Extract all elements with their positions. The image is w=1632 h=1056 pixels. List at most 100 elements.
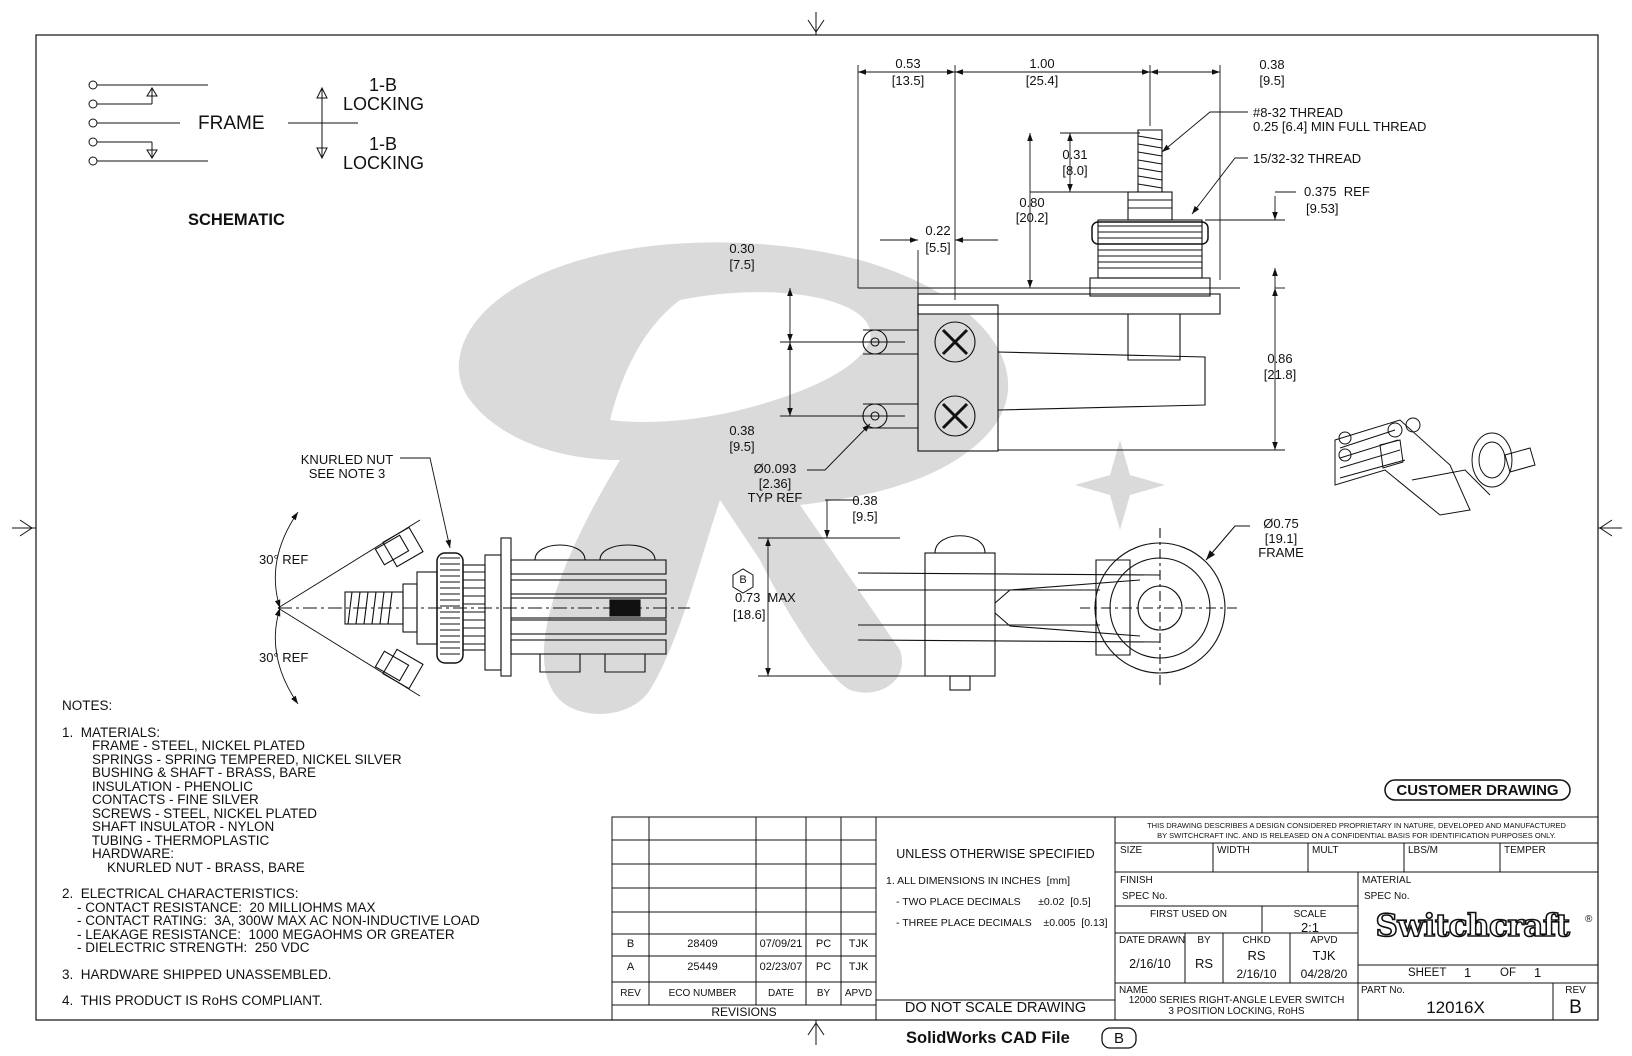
- customer-drawing-label: CUSTOMER DRAWING: [1396, 782, 1559, 799]
- schematic-top-pos-1: 1-B: [368, 75, 397, 95]
- side-view-part: [278, 526, 690, 690]
- tb-material-label: MATERIAL: [1362, 875, 1412, 886]
- tb-rev-label: REV: [1565, 985, 1586, 996]
- rev-header-by: BY: [816, 988, 831, 999]
- tb-rev-value: B: [1569, 997, 1582, 1018]
- rev-row-a-by: PC: [815, 961, 832, 973]
- dim-080-in: 0.80: [1019, 195, 1045, 210]
- rev-row-a-eco: 25449: [687, 961, 718, 973]
- tb-of-value: 1: [1534, 965, 1542, 980]
- tb-part-label: PART No.: [1361, 985, 1405, 996]
- note-1g: SHAFT INSULATOR - NYLON: [62, 819, 275, 834]
- tb-sheet-label: SHEET: [1408, 967, 1447, 979]
- tolerance-line-2: - TWO PLACE DECIMALS ±0.02 [0.5]: [896, 896, 1091, 908]
- tb-name-label: NAME: [1119, 985, 1148, 996]
- tb-of-label: OF: [1500, 967, 1516, 979]
- schematic-top-pos-2: LOCKING: [343, 94, 425, 114]
- tb-lbsm-label: LBS/M: [1408, 845, 1439, 856]
- tb-by-value: RS: [1194, 956, 1214, 971]
- switchcraft-logo-mark: ®: [1585, 914, 1593, 925]
- dim-022-mm: [5.5]: [925, 240, 951, 255]
- callout-frame-dia-3: FRAME: [1258, 545, 1304, 560]
- rev-row-a-date: 02/23/07: [759, 961, 803, 973]
- note-1: 1. MATERIALS:: [62, 724, 161, 740]
- callout-hole-2: [2.36]: [758, 476, 792, 491]
- schematic-title: SCHEMATIC: [188, 211, 285, 229]
- isometric-view-part: [1334, 417, 1536, 516]
- do-not-scale-label: DO NOT SCALE DRAWING: [904, 1000, 1087, 1016]
- revisions-title: REVISIONS: [711, 1005, 777, 1019]
- dim-086-in: 0.86: [1267, 351, 1293, 366]
- note-2c: - LEAKAGE RESISTANCE: 1000 MEGAOHMS OR G…: [62, 926, 455, 942]
- note-1c: BUSHING & SHAFT - BRASS, BARE: [62, 765, 317, 780]
- tb-sheet-value: 1: [1464, 965, 1472, 980]
- note-1h: TUBING - THERMOPLASTIC: [62, 832, 270, 848]
- tb-size-label: SIZE: [1120, 845, 1143, 856]
- angle-top-label: 30° REF: [259, 552, 309, 567]
- dim-030-mm: [7.5]: [729, 257, 755, 272]
- note-2b: - CONTACT RATING: 3A, 300W MAX AC NON-IN…: [62, 913, 480, 928]
- note-4: 4. THIS PRODUCT IS RoHS COMPLIANT.: [62, 993, 323, 1008]
- callout-thread-832-1: #8-32 THREAD: [1253, 105, 1344, 120]
- note-2d: - DIELECTRIC STRENGTH: 250 VDC: [62, 940, 310, 955]
- rev-row-b-date: 07/09/21: [759, 938, 803, 950]
- tb-temper-label: TEMPER: [1504, 845, 1546, 856]
- dim-031-mm: [8.0]: [1062, 163, 1088, 178]
- tb-date-drawn: 2/16/10: [1129, 957, 1171, 971]
- callout-thread-832-2: 0.25 [6.4] MIN FULL THREAD: [1253, 119, 1427, 134]
- note-1j: KNURLED NUT - BRASS, BARE: [62, 859, 305, 875]
- tolerance-line-3: - THREE PLACE DECIMALS ±0.005 [0.13]: [896, 917, 1108, 929]
- dim-053-in: 0.53: [895, 56, 921, 71]
- dim-100-in: 1.00: [1029, 56, 1055, 71]
- center-marks: [12, 12, 1622, 1045]
- rev-header-apvd: APVD: [844, 988, 873, 999]
- callout-hole-1: Ø0.093: [753, 461, 797, 476]
- callout-frame-dia-2: [19.1]: [1264, 531, 1298, 546]
- tb-first-used-label: FIRST USED ON: [1149, 909, 1228, 920]
- notes-block: NOTES: 1. MATERIALS: FRAME - STEEL, NICK…: [62, 699, 480, 1008]
- notes-heading: NOTES:: [62, 698, 113, 713]
- tb-apvd-label: APVD: [1310, 935, 1338, 946]
- note-1e: CONTACTS - FINE SILVER: [62, 792, 259, 807]
- cad-badge-frame: [1101, 1027, 1137, 1049]
- schematic-bottom-pos-2: LOCKING: [343, 153, 425, 173]
- proprietary-line-2: BY SWITCHCRAFT INC. AND IS RELEASED ON A…: [1157, 831, 1556, 840]
- schematic-frame-label: FRAME: [198, 113, 265, 134]
- dim-038-left-in: 0.38: [729, 423, 755, 438]
- dim-031-in: 0.31: [1062, 147, 1088, 162]
- callout-thread-1532: 15/32-32 THREAD: [1253, 151, 1362, 166]
- tb-chkd-date: 2/16/10: [1236, 967, 1277, 981]
- callout-hole-3: TYP REF: [747, 490, 803, 505]
- tb-finish-label: FINISH: [1120, 875, 1153, 886]
- note-1b: SPRINGS - SPRING TEMPERED, NICKEL SILVER: [62, 751, 402, 767]
- schematic-bottom-pos-1: 1-B: [368, 134, 397, 154]
- angle-bottom-label: 30° REF: [259, 650, 309, 665]
- cad-badge-label: B: [1113, 1030, 1124, 1047]
- tb-scale-label: SCALE: [1293, 909, 1327, 920]
- dim-022-in: 0.22: [925, 223, 951, 238]
- tb-apvd-by: TJK: [1312, 948, 1336, 963]
- note-1f: SCREWS - STEEL, NICKEL PLATED: [62, 805, 318, 821]
- callout-knurled-1: KNURLED NUT: [300, 452, 394, 467]
- schematic-diagram: [88, 80, 358, 166]
- dim-0375-in: 0.375 REF: [1304, 184, 1370, 199]
- cad-file-label: SolidWorks CAD File: [906, 1029, 1070, 1047]
- rev-row-b-eco: 28409: [687, 938, 718, 950]
- dim-038-mid-mm: [9.5]: [852, 509, 878, 524]
- tb-chkd-by: RS: [1247, 948, 1266, 963]
- rev-row-b-by: PC: [815, 938, 832, 950]
- rev-row-b-apvd: TJK: [848, 938, 869, 950]
- dim-038-mid-in: 0.38: [852, 493, 878, 508]
- title-block-grid: [611, 816, 1599, 1021]
- tb-name-line-2: 3 POSITION LOCKING, RoHS: [1168, 1006, 1305, 1017]
- tb-scale-value: 2:1: [1300, 920, 1320, 935]
- dim-053-mm: [13.5]: [891, 73, 925, 88]
- tb-date-drawn-label: DATE DRAWN: [1119, 935, 1186, 946]
- watermark-logo: [458, 242, 1165, 714]
- dim-100-mm: [25.4]: [1025, 73, 1059, 88]
- dim-080-mm: [20.2]: [1015, 210, 1049, 225]
- tb-name-line-1: 12000 SERIES RIGHT-ANGLE LEVER SWITCH: [1128, 995, 1345, 1006]
- hex-b-label: B: [739, 574, 747, 586]
- note-1i: HARDWARE:: [62, 846, 175, 861]
